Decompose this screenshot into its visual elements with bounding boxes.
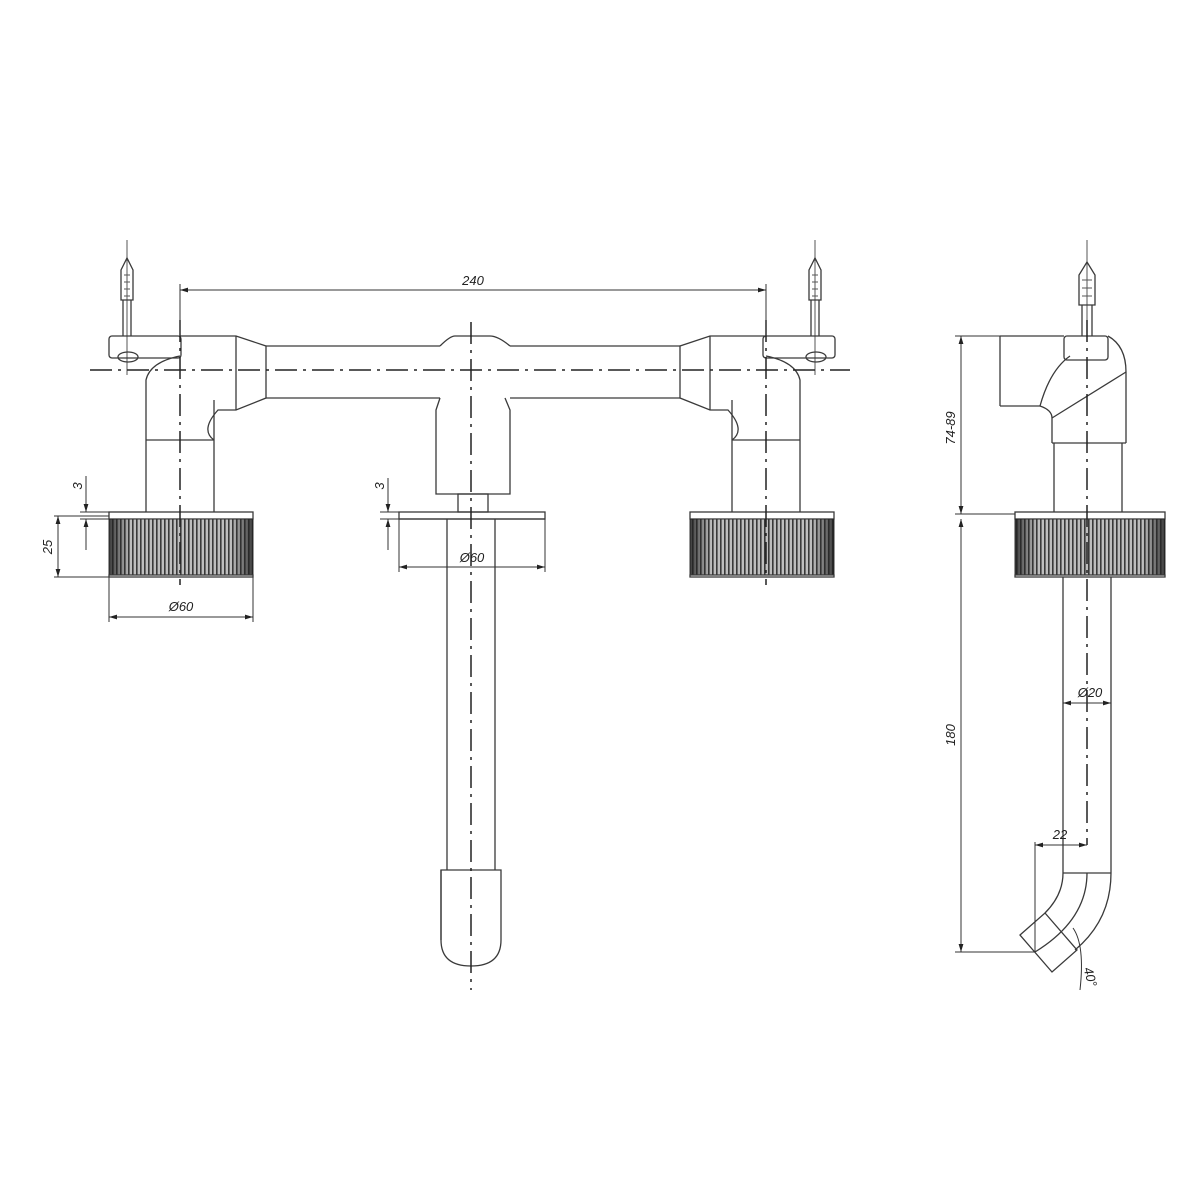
dimension-label: 3 <box>70 482 85 490</box>
spout <box>1019 577 1112 973</box>
dimension-handle-flange-gap: 3 <box>70 476 146 550</box>
dimension-spout-drop: 180 <box>943 519 1035 953</box>
knurled-handle-icon <box>689 511 835 578</box>
dimension-label: Ø60 <box>168 599 194 614</box>
dimension-handle-height: 25 <box>40 515 109 578</box>
dimension-label: 3 <box>372 482 387 490</box>
dimension-body-projection: 74-89 <box>943 335 1015 515</box>
dimension-label: 40° <box>1081 965 1101 988</box>
dimension-label: Ø20 <box>1077 685 1103 700</box>
dimension-label: 240 <box>461 273 484 288</box>
side-view: 74-89 180 Ø20 22 40° <box>943 240 1166 991</box>
knurled-handle-icon <box>108 511 254 578</box>
dimension-spout-flange-gap: 3 <box>372 478 399 550</box>
dimension-outlet-offset: 22 <box>1034 827 1087 952</box>
dimension-outlet-angle: 40° <box>1072 927 1101 991</box>
dimension-label: 25 <box>40 539 55 555</box>
dimension-handle-spacing: 240 <box>179 273 767 336</box>
dimension-label: 74-89 <box>943 411 958 444</box>
knurled-handle-icon <box>1014 511 1166 578</box>
front-view: 240 3 25 Ø60 3 <box>40 240 850 990</box>
dimension-handle-diameter: Ø60 <box>108 577 254 622</box>
dimension-label: 180 <box>943 723 958 745</box>
dimension-label: Ø60 <box>459 550 485 565</box>
dimension-spout-diameter: Ø20 <box>1063 685 1111 706</box>
screw-anchor-icon <box>762 240 836 375</box>
dimension-spout-flange-diameter: Ø60 <box>398 519 546 572</box>
spout <box>398 511 546 967</box>
dimension-label: 22 <box>1052 827 1068 842</box>
mixer-body <box>145 335 801 513</box>
screw-anchor-icon <box>108 240 182 375</box>
screw-anchor-icon <box>1063 240 1109 361</box>
